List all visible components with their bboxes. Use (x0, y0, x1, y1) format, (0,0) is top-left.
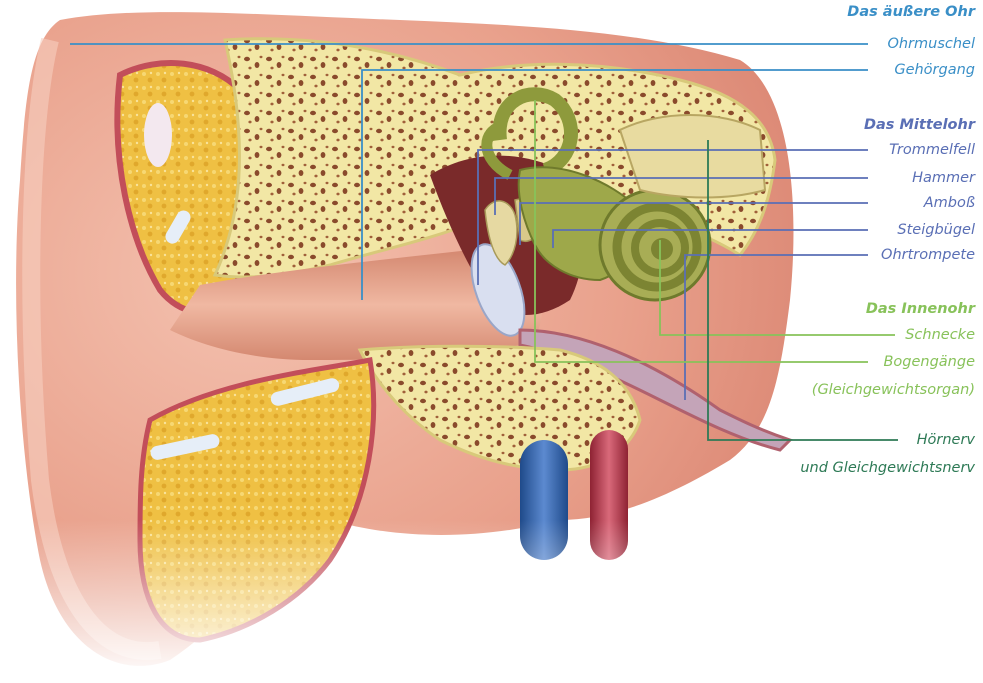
label-hammer: Hammer (912, 169, 975, 187)
cochlea (600, 190, 710, 300)
label-steigbuegel: Steigbügel (897, 221, 975, 239)
label-gehoergang: Gehörgang (894, 61, 975, 79)
auditory-nerve (620, 115, 765, 198)
heading-inner-ear: Das Innenohr (866, 300, 975, 318)
label-gleichgewichtsnerv: und Gleichgewichtsnerv (800, 459, 975, 477)
label-schnecke: Schnecke (905, 326, 975, 344)
label-amboss: Amboß (924, 194, 975, 212)
label-gleichgewichtsorgan: (Gleichgewichtsorgan) (812, 381, 975, 399)
heading-outer-ear: Das äußere Ohr (847, 3, 975, 21)
bottom-fade (0, 520, 983, 679)
label-ohrtrompete: Ohrtrompete (881, 246, 975, 264)
label-hoernerv: Hörnerv (917, 431, 975, 449)
label-trommelfell: Trommelfell (889, 141, 975, 159)
heading-middle-ear: Das Mittelohr (864, 116, 975, 134)
label-bogengaenge: Bogengänge (883, 353, 975, 371)
label-ohrmuschel: Ohrmuschel (887, 35, 975, 53)
cartilage-highlight (144, 103, 172, 167)
